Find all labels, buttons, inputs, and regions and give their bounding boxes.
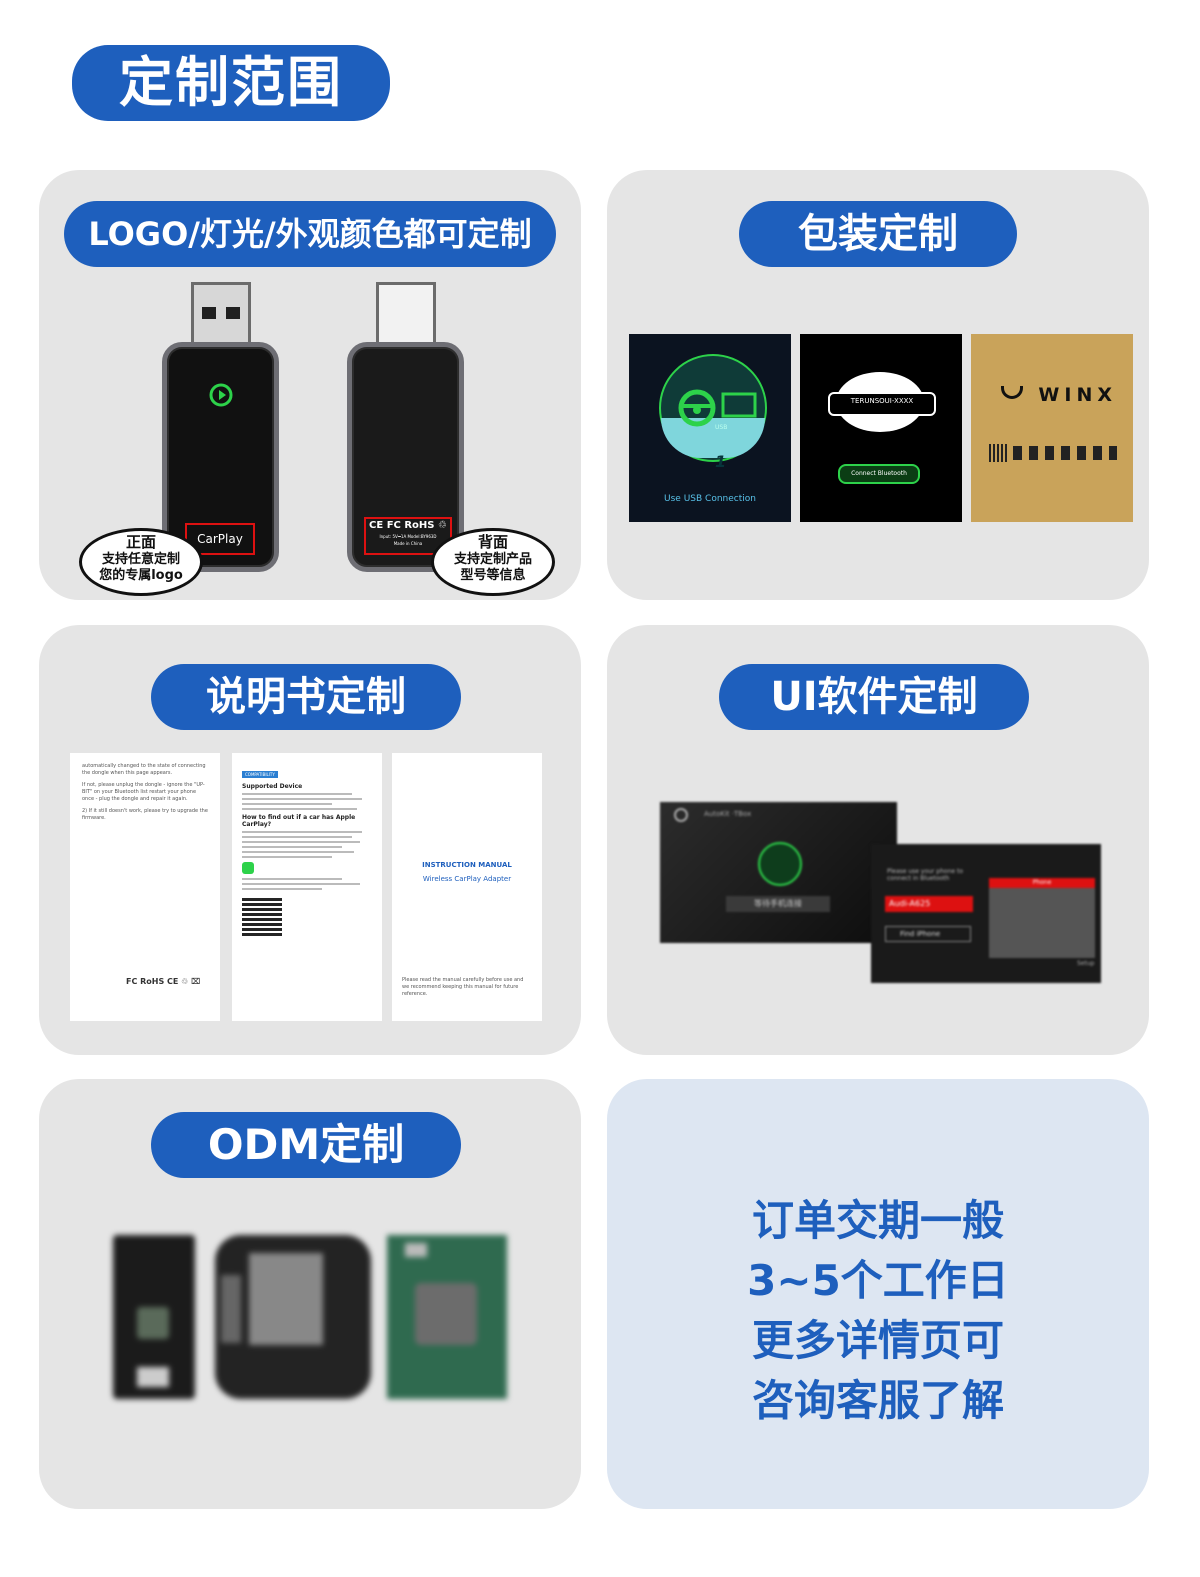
box1-caption: Use USB Connection <box>664 494 756 504</box>
back-usb-plug <box>376 282 436 347</box>
manual-page-1: automatically changed to the state of co… <box>70 753 220 1021</box>
manual-page-2: COMPATIBILITY Supported Device How to fi… <box>232 753 382 1021</box>
box3-brand: WINX <box>1038 384 1117 406</box>
back-label-marks: CE FC RoHS ♲ <box>369 520 447 531</box>
front-dongle: CarPlay <box>162 342 279 572</box>
odm-board-1 <box>113 1235 195 1399</box>
manual-qr-code-icon <box>242 896 282 936</box>
manual-p3-title1: INSTRUCTION MANUAL <box>422 861 512 869</box>
ui-screen-1: AutoKit ·TBox 等待手机连接 <box>660 802 897 943</box>
delivery-line-3: 更多详情页可 <box>751 1316 1004 1365</box>
front-bubble-title: 正面 <box>125 533 156 551</box>
front-callout-bubble: 正面 支持任意定制 您的专属logo <box>79 528 203 596</box>
back-bubble-line2: 型号等信息 <box>460 568 526 583</box>
steering-wheel-icon <box>678 389 716 427</box>
manual-p3-title2: Wireless CarPlay Adapter <box>422 875 512 883</box>
logo-customization-card: LOGO/灯光/外观颜色都可定制 CarPlay 正面 支持任意定制 您的专属l… <box>39 170 581 600</box>
back-bubble-line1: 支持定制产品 <box>453 552 532 567</box>
ui-screen1-title: AutoKit ·TBox <box>704 810 752 818</box>
packaging-card-title: 包装定制 <box>739 201 1017 267</box>
manual-customization-card: 说明书定制 automatically changed to the state… <box>39 625 581 1055</box>
front-bubble-line2: 您的专属logo <box>99 568 183 583</box>
back-label-line2: Made in China <box>393 541 423 546</box>
package-box-bluetooth: TERUNSOUI-XXXX Connect Bluetooth <box>800 334 962 522</box>
ui-screen2-setup: Setup <box>1077 960 1095 967</box>
page-title: 定制范围 <box>72 45 390 121</box>
ui-screen2-video: Phone <box>989 878 1095 958</box>
packaging-customization-card: 包装定制 USB 1 Use USB Connection TERUNSOUI-… <box>607 170 1149 600</box>
front-usb-plug <box>191 282 251 347</box>
package-box-usb: USB 1 Use USB Connection <box>629 334 791 522</box>
delivery-line-4: 咨询客服了解 <box>751 1376 1004 1425</box>
back-dongle: CE FC RoHS ♲ Input: 5V⎓1A Model:BY963D M… <box>347 342 464 572</box>
back-label-line1: Input: 5V⎓1A Model:BY963D <box>379 534 437 539</box>
odm-board-3 <box>387 1235 507 1399</box>
ui-screen1-button: 等待手机连接 <box>726 896 830 912</box>
odm-board-2 <box>215 1235 371 1399</box>
manual-p1-marks: FC RoHS CE ♲ ⌧ <box>126 977 201 986</box>
delivery-line-2: 3~5个工作日 <box>747 1256 1009 1305</box>
manual-p1-text2: If not, please unplug the dongle - ignor… <box>82 782 205 802</box>
delivery-line-1: 订单交期一般 <box>751 1196 1004 1245</box>
manual-p2-heading2: How to find out if a car has Apple CarPl… <box>242 814 356 828</box>
carplay-app-icon <box>242 862 254 874</box>
back-callout-bubble: 背面 支持定制产品 型号等信息 <box>431 528 555 596</box>
ui-screen2-car: Audi-A625 <box>885 896 973 912</box>
ui-screen2-tab: Phone <box>989 878 1095 888</box>
odm-customization-card: ODM定制 <box>39 1079 581 1509</box>
back-bubble-title: 背面 <box>477 533 508 551</box>
manual-p1-text3: 2) If it still doesn't work, please try … <box>82 808 208 821</box>
logo-card-title: LOGO/灯光/外观颜色都可定制 <box>64 201 556 267</box>
box1-usb-text: USB <box>715 424 728 431</box>
manual-p2-badge: COMPATIBILITY <box>242 771 278 778</box>
manual-p3-footer: Please read the manual carefully before … <box>402 977 524 997</box>
screen-icon <box>721 392 757 418</box>
box2-brand: TERUNSOUI-XXXX <box>850 397 914 405</box>
manual-page-3: INSTRUCTION MANUAL Wireless CarPlay Adap… <box>392 753 542 1021</box>
carplay-logo-icon <box>209 383 233 407</box>
ui-screen2-find: Find iPhone <box>885 926 971 942</box>
ui-card-title: UI软件定制 <box>719 664 1029 730</box>
front-bubble-line1: 支持任意定制 <box>101 552 180 567</box>
manual-p1-text1: automatically changed to the state of co… <box>82 763 206 776</box>
manual-card-title: 说明书定制 <box>151 664 461 730</box>
box1-number: 1 <box>715 452 727 471</box>
box2-connect-button: Connect Bluetooth <box>838 464 920 484</box>
ui-screen-2: Please use your phone to connect in Blue… <box>871 844 1101 983</box>
gear-icon <box>674 808 688 822</box>
shipping-symbols-icon <box>1013 446 1117 460</box>
ui-screen2-prompt: Please use your phone to connect in Blue… <box>887 868 964 882</box>
qr-code-icon <box>989 444 1007 462</box>
front-carplay-label: CarPlay <box>197 532 243 546</box>
ui-customization-card: UI软件定制 AutoKit ·TBox 等待手机连接 Please use y… <box>607 625 1149 1055</box>
winx-logo-icon <box>1001 386 1023 399</box>
ui-carplay-icon <box>758 842 802 886</box>
delivery-info-card: 订单交期一般 3~5个工作日 更多详情页可 咨询客服了解 <box>607 1079 1149 1509</box>
package-box-winx: WINX <box>971 334 1133 522</box>
odm-card-title: ODM定制 <box>151 1112 461 1178</box>
manual-p2-heading1: Supported Device <box>242 783 303 790</box>
